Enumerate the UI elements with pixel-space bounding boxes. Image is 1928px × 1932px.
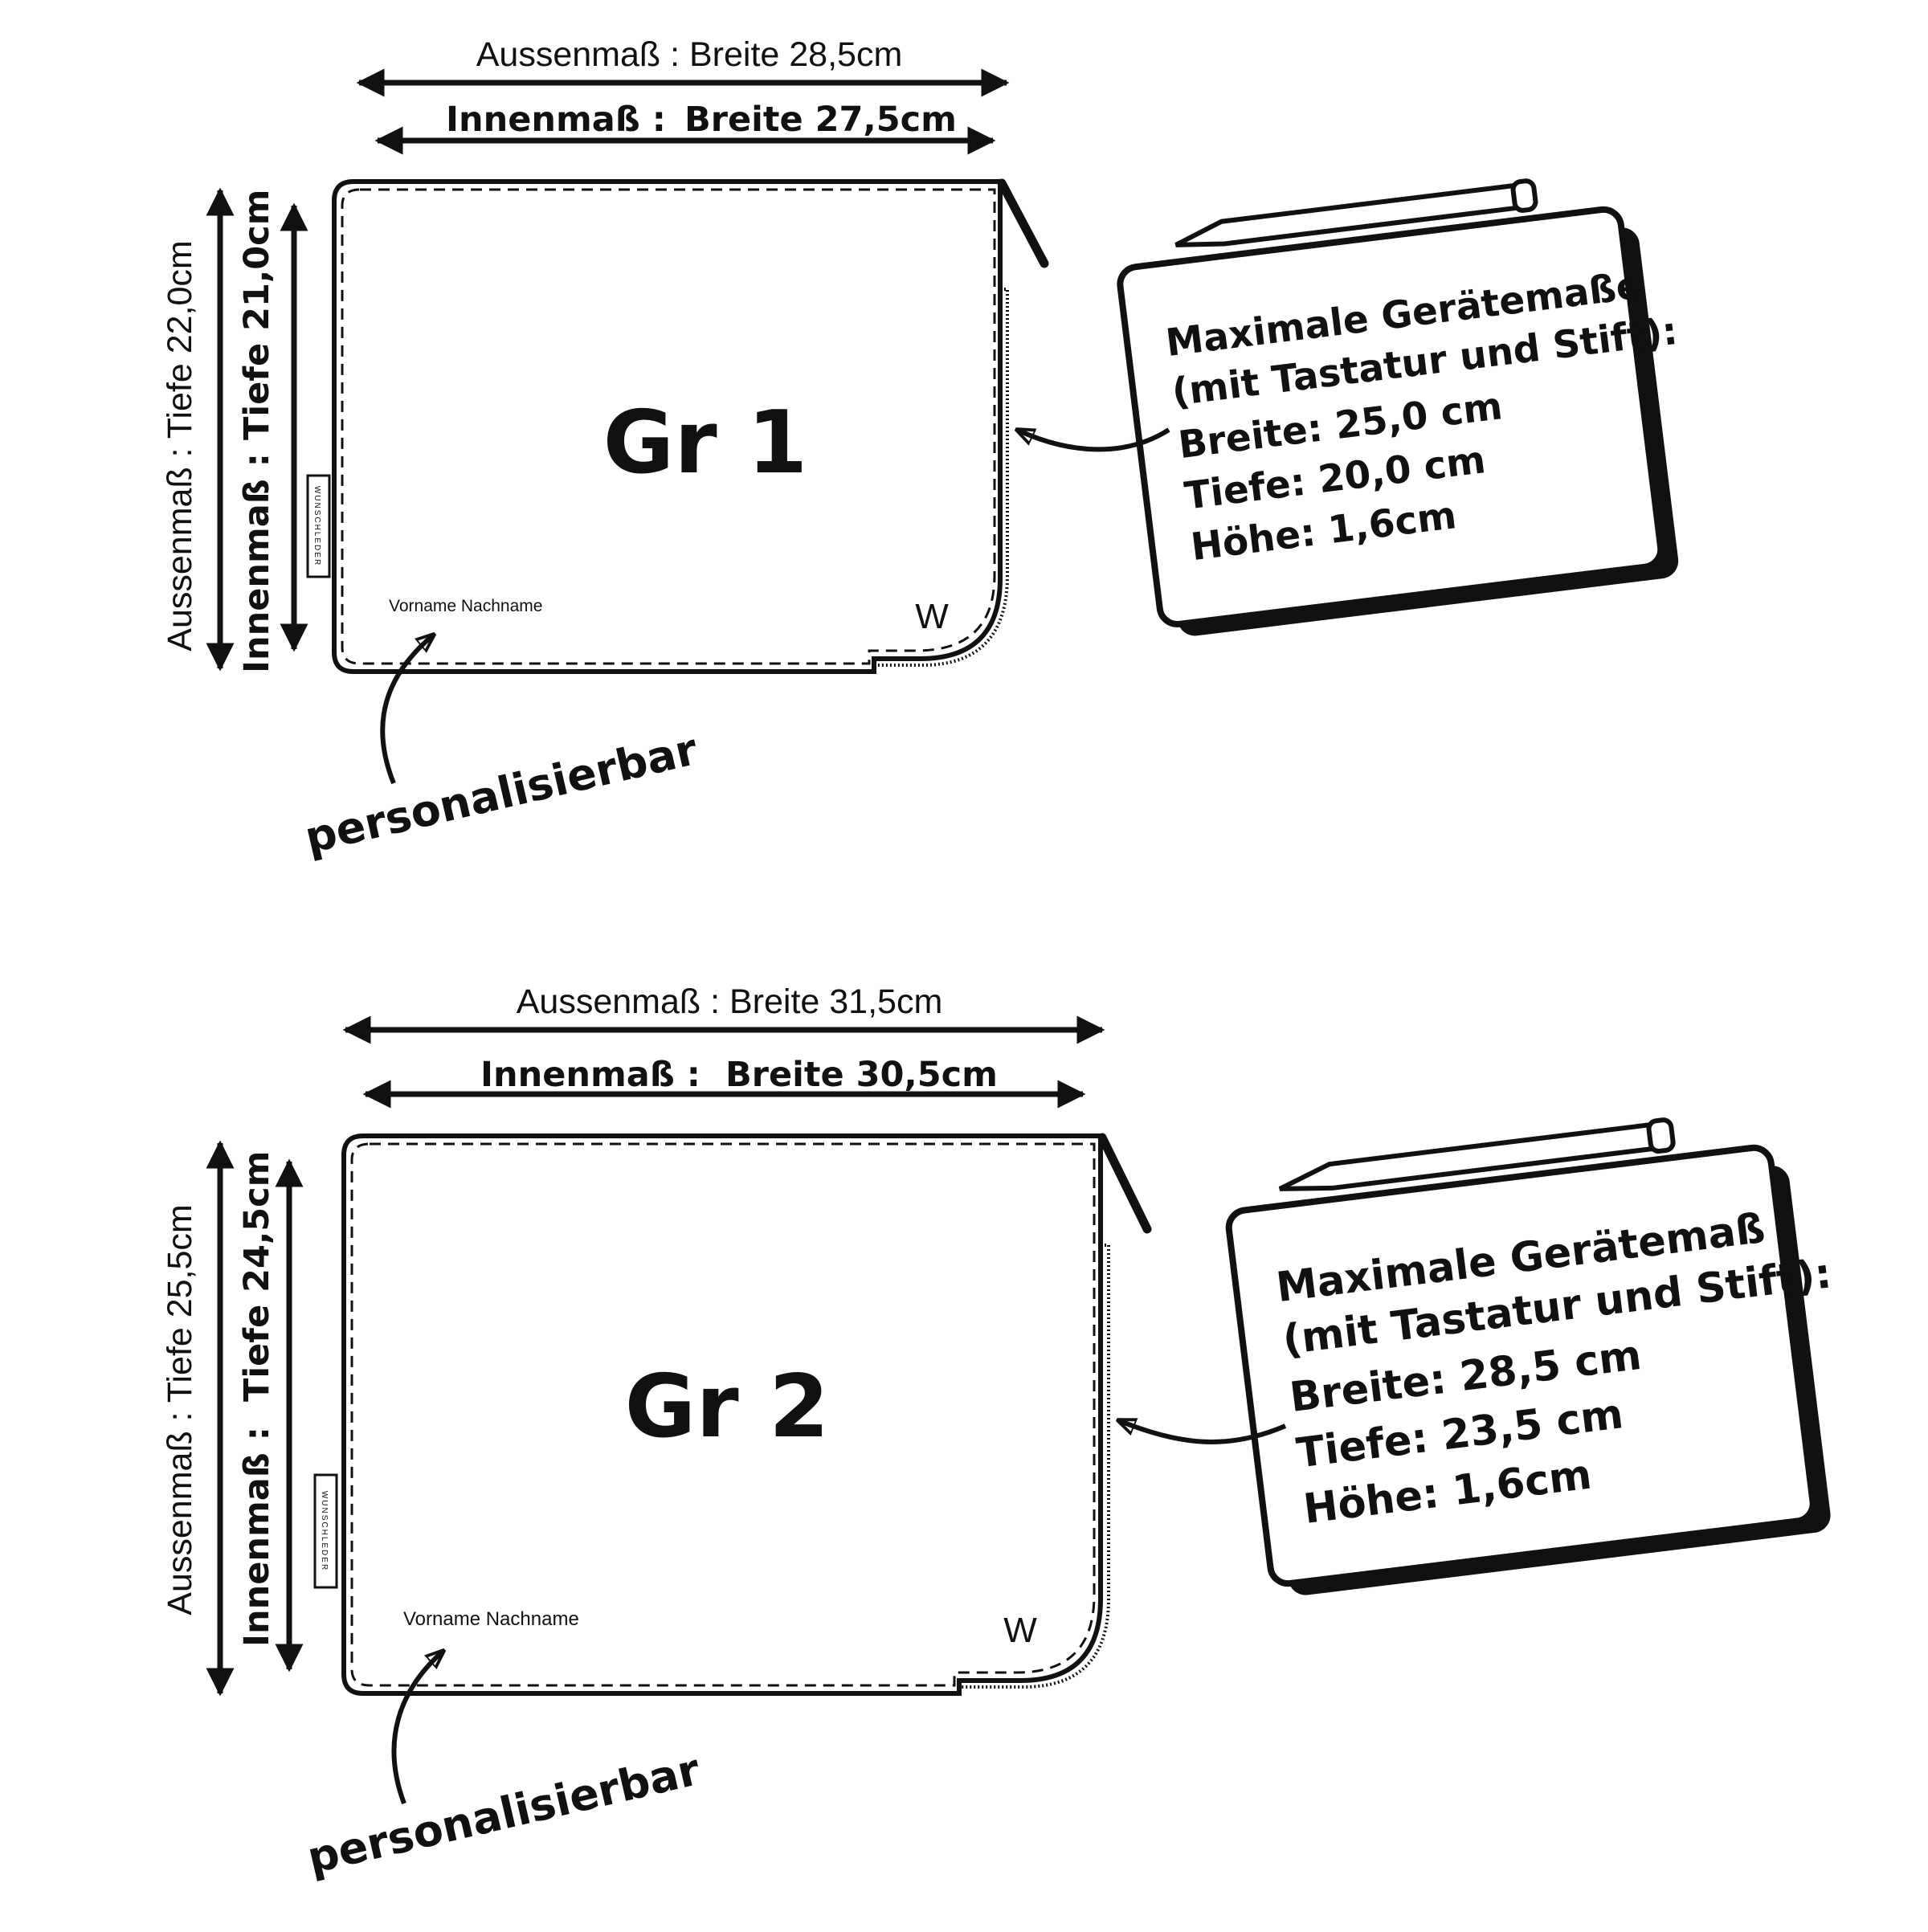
device-box-1: Maximale Gerätemaße (mit Tastatur und St…: [1117, 178, 1680, 636]
inner-depth-label-1: Innenmaß :: [237, 453, 277, 673]
brand-tag-text-1: WUNSCHLEDER: [312, 486, 321, 566]
outer-width-label-1: Aussenmaß : Breite 28,5cm: [476, 35, 903, 74]
device-arrow-2: [1118, 1420, 1287, 1444]
inner-width-value-2: Breite 30,5cm: [725, 1055, 998, 1095]
brand-logo-2: W: [1003, 1611, 1037, 1650]
size-title-1: Gr 1: [603, 393, 808, 493]
name-placeholder-1: Vorname Nachname: [389, 597, 542, 615]
size-2-group: Aussenmaß : Breite 31,5cm Innenmaß : Bre…: [161, 982, 1834, 1884]
inner-depth-value-1: Tiefe 21,0cm: [237, 190, 277, 440]
personalize-arrow-1: [380, 635, 434, 785]
brand-tag-1: [306, 474, 331, 578]
personalize-arrow-2: [391, 1651, 443, 1805]
personalize-label-2: personalisierbar: [303, 1744, 705, 1884]
pouch-outline-1: [332, 179, 1003, 674]
inner-depth-value-2: Tiefe 24,5cm: [237, 1151, 277, 1402]
pouch-outline-2: [341, 1133, 1103, 1696]
outer-depth-label-1: Aussenmaß : Tiefe 22,0cm: [161, 240, 199, 651]
size-title-2: Gr 2: [625, 1357, 830, 1457]
inner-depth-label-2: Innenmaß :: [237, 1427, 277, 1647]
outer-depth-label-2: Aussenmaß : Tiefe 25,5cm: [161, 1204, 199, 1615]
pouch-stitching-2: [350, 1142, 1096, 1687]
pouch-stitching-1: [341, 188, 996, 665]
inner-width-value-1: Breite 27,5cm: [684, 100, 957, 140]
inner-width-label-1: Innenmaß :: [446, 100, 666, 140]
personalize-label-1: personalisierbar: [300, 724, 702, 864]
device-arrow-1: [1017, 430, 1170, 452]
device-box-2: Maximale Gerätemaß (mit Tastatur und Sti…: [1225, 1117, 1834, 1595]
brand-logo-1: W: [915, 597, 949, 636]
name-placeholder-2: Vorname Nachname: [403, 1608, 579, 1630]
outer-width-label-2: Aussenmaß : Breite 31,5cm: [517, 982, 943, 1021]
zipper-pull-1: [997, 178, 1049, 268]
size-1-group: Aussenmaß : Breite 28,5cm Innenmaß : Bre…: [161, 35, 1680, 864]
brand-tag-2: [313, 1473, 338, 1589]
inner-width-label-2: Innenmaß :: [480, 1055, 701, 1095]
zipper-pull-2: [1097, 1133, 1152, 1234]
brand-tag-text-2: WUNSCHLEDER: [320, 1491, 329, 1571]
